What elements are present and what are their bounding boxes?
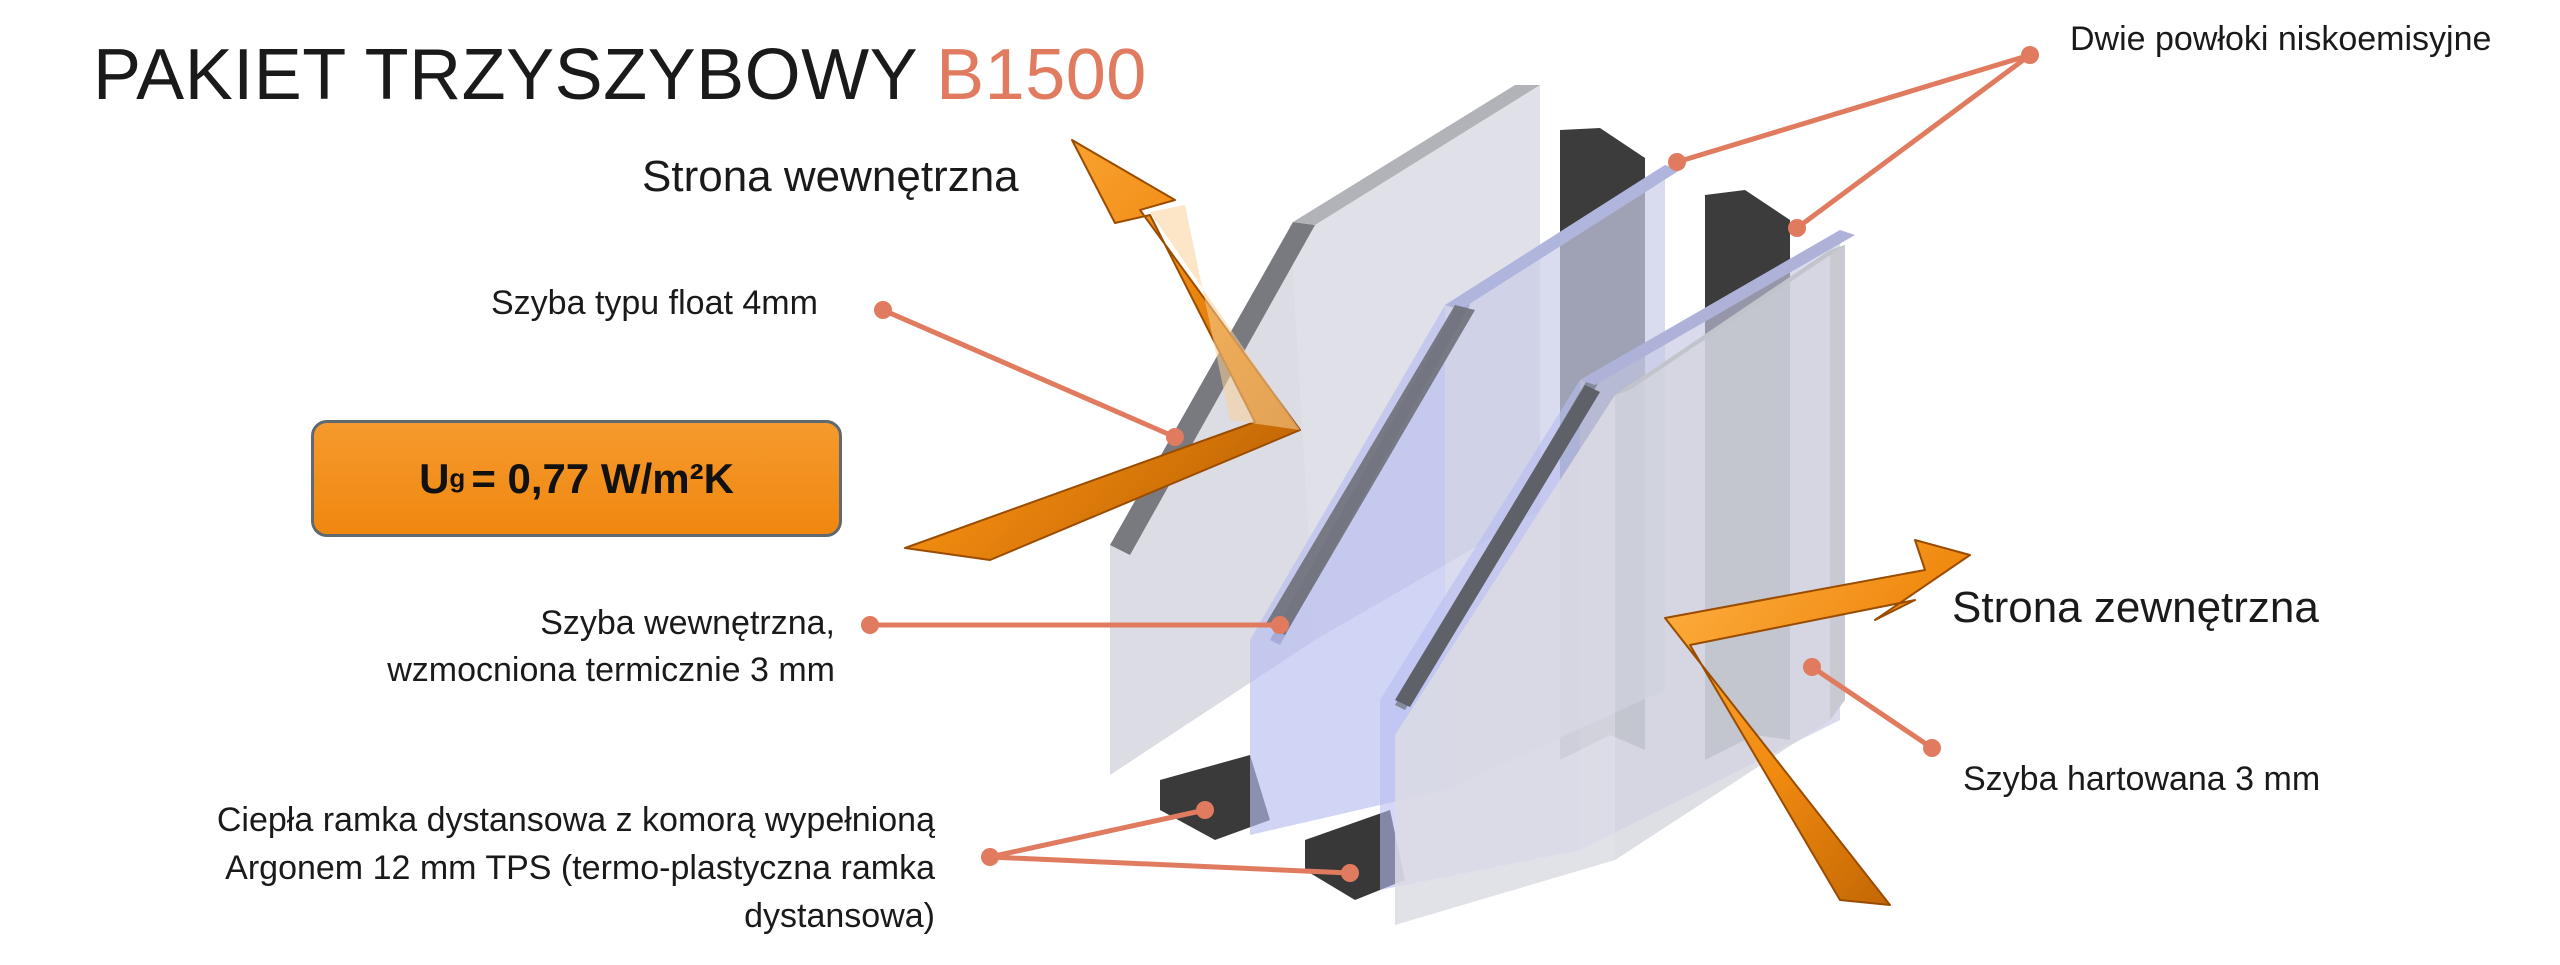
product-code: B1500	[936, 35, 1147, 115]
tempered-pane	[1395, 245, 1845, 925]
spacer-label-line1: Ciepła ramka dystansowa z komorą wypełni…	[216, 801, 935, 839]
coatings-label: Dwie powłoki niskoemisyjne	[2070, 20, 2492, 58]
inner-pane-label-line1: Szyba wewnętrzna,	[540, 604, 835, 642]
spacer-label-line3: dystansowa)	[744, 897, 935, 935]
ug-subscript: g	[449, 463, 466, 493]
outer-side-label: Strona zewnętrzna	[1952, 583, 2319, 632]
float-pane-label: Szyba typu float 4mm	[491, 284, 818, 322]
tempered-pane-label: Szyba hartowana 3 mm	[1963, 760, 2321, 798]
arrow-icon	[1664, 539, 1971, 906]
ug-value: = 0,77 W/m²K	[471, 454, 734, 502]
leader-lines	[861, 46, 2039, 882]
spacer-label-line2: Argonem 12 mm TPS (termo-plastyczna ramk…	[225, 849, 935, 887]
inner-side-label: Strona wewnętrzna	[642, 152, 1019, 201]
inner-pane-label-line2: wzmocniona termicznie 3 mm	[387, 651, 835, 689]
arrow-icon	[904, 139, 1301, 561]
ug-symbol: U	[419, 454, 450, 502]
